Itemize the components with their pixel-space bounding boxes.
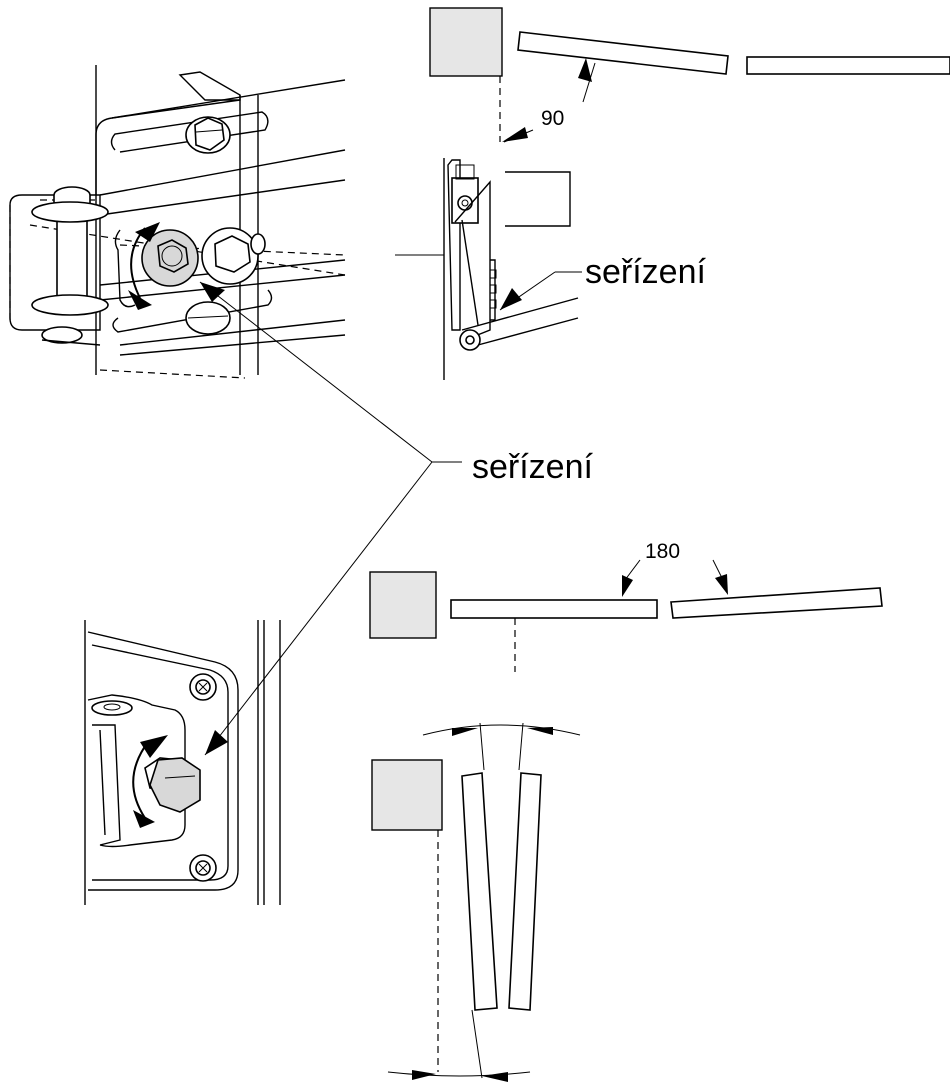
gate-leaf-angled	[517, 31, 729, 75]
upper-bolt-icon	[185, 116, 231, 154]
adjustment-bolt-icon	[141, 229, 199, 287]
adjustment-side-label: seřízení	[585, 253, 706, 291]
gate-leaf-left-open	[461, 772, 498, 1011]
plan-180: 180	[369, 540, 883, 672]
plate-adjustment-bolt-icon	[144, 757, 201, 813]
side-section: seřízení	[395, 158, 706, 380]
wall-block-180-icon	[369, 571, 437, 639]
plate-screw-top-icon	[189, 673, 217, 701]
hinge-pin-icon	[31, 186, 109, 346]
rotation-arrow-icon	[128, 222, 160, 310]
hinge-detail-bottom	[84, 620, 281, 905]
gate-leaf-left-180	[450, 599, 658, 619]
wall-block-icon	[429, 7, 503, 77]
plan-90: 90	[429, 7, 950, 143]
angle-180-label: 180	[645, 540, 680, 563]
second-bolt-icon	[201, 227, 266, 285]
gate-leaf-right-open	[508, 772, 542, 1011]
plate-rotation-arrow-icon	[132, 735, 168, 828]
gate-leaf-right-180	[670, 587, 883, 619]
adjustment-label: seřízení	[472, 448, 593, 486]
leaf-gap-view	[371, 722, 581, 1082]
angle-90-label: 90	[541, 107, 564, 130]
plate-screw-bottom-icon	[189, 854, 217, 882]
lower-bolt-icon	[185, 301, 231, 335]
leader-lines	[199, 281, 462, 756]
hinge-detail-top	[9, 65, 346, 379]
wall-block-gap-icon	[371, 759, 443, 831]
gate-leaf-closed	[746, 56, 950, 75]
